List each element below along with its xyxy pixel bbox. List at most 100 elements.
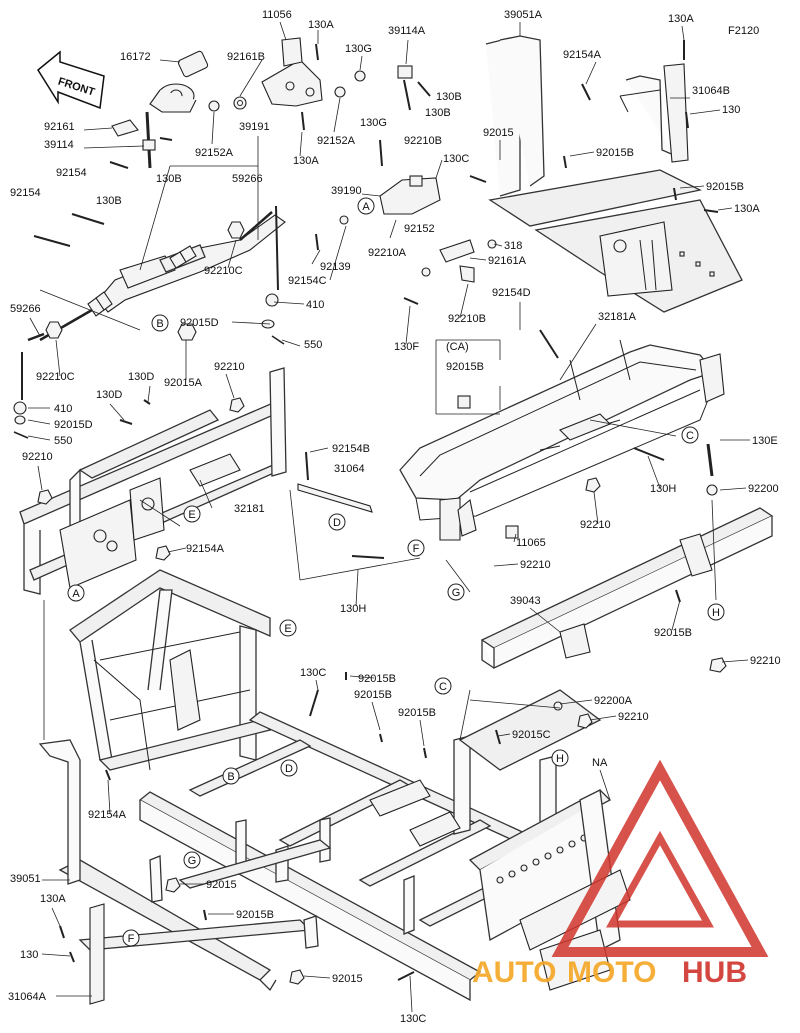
callout-circle (122, 929, 140, 947)
part-label-l42: 410 (306, 299, 324, 311)
steering-stopper-39190 (315, 139, 497, 305)
watermark-text-auto: AUTO (472, 956, 556, 989)
part-label-l62: 31064 (334, 463, 365, 475)
callout-circle (551, 749, 569, 767)
part-label-l79: 92210 (618, 711, 649, 723)
part-label-l14: 130 (722, 104, 740, 116)
part-label-l07: 16172 (120, 51, 151, 63)
part-label-l55: 130D (96, 389, 122, 401)
part-label-l67: 11065 (516, 537, 546, 549)
part-label-l84: 39051 (10, 873, 41, 885)
callout-cA2: A (67, 584, 85, 602)
part-label-l81: NA (592, 757, 608, 769)
callout-cC1: C (681, 426, 699, 444)
part-label-l82: 92154A (88, 809, 127, 821)
part-label-l18: 92015 (483, 127, 514, 139)
callout-circle (447, 583, 465, 601)
callout-cA1: A (357, 197, 375, 215)
part-label-l57: 92015D (54, 419, 93, 431)
part-label-l39: 92210C (204, 265, 243, 277)
callout-circle (151, 314, 169, 332)
callout-letter: A (72, 588, 80, 600)
part-label-l89: 92015 (332, 973, 363, 985)
watermark-text-hub: HUB (682, 956, 747, 989)
part-label-l20: 39114 (44, 139, 74, 151)
callout-letter: A (362, 201, 370, 213)
part-label-l85: 130A (40, 893, 66, 905)
part-label-l61: 92210 (22, 451, 53, 463)
part-label-l31: 39190 (331, 185, 362, 197)
part-label-l11: 31064B (692, 85, 730, 97)
part-label-l09: 130G (345, 43, 372, 55)
part-label-l28: 59266 (232, 173, 263, 185)
callout-letter: G (452, 587, 461, 599)
callout-circle (67, 584, 85, 602)
callout-letter: H (712, 607, 720, 619)
callout-circle (707, 603, 725, 621)
part-label-l50: 92015B (446, 361, 484, 373)
crossmember-39043 (351, 443, 774, 673)
callout-circle (407, 539, 425, 557)
leader-lines (27, 21, 750, 1013)
part-label-l53: 92210 (214, 361, 245, 373)
rear-handle-31064b (563, 40, 719, 213)
callout-cD2: D (280, 759, 298, 777)
part-label-l10: 92154A (563, 49, 602, 61)
callout-circle (183, 505, 201, 523)
steering-bracket-11056 (261, 37, 366, 131)
rear-carrier-frame-39051a (485, 35, 743, 313)
part-label-l36: 92210A (368, 247, 407, 259)
part-label-l78: 92015B (398, 707, 436, 719)
part-label-l83: 92015 (206, 879, 237, 891)
callout-letter: D (333, 517, 341, 529)
frame-holes (496, 834, 588, 884)
callout-circle (280, 759, 298, 777)
callout-letter: E (284, 623, 291, 635)
part-label-l27: 92154 (56, 167, 87, 179)
part-label-l43: 59266 (10, 303, 41, 315)
part-label-l88: 31064A (8, 991, 47, 1003)
part-label-l77: 92200A (594, 695, 633, 707)
callout-letter: B (227, 771, 234, 783)
part-label-l70: 130H (340, 603, 366, 615)
part-label-l16: 39191 (239, 121, 270, 133)
part-label-l59: 130E (752, 435, 778, 447)
frame-section-32181a (399, 329, 725, 541)
callout-cB1: B (151, 314, 169, 332)
part-label-l44: 92015D (180, 317, 219, 329)
part-label-l87: 130 (20, 949, 38, 961)
callout-circle (434, 677, 452, 695)
part-label-l47: 130F (394, 341, 419, 353)
part-label-l46: 32181A (598, 311, 637, 323)
callout-circle (357, 197, 375, 215)
part-label-l48: 550 (304, 339, 322, 351)
part-label-l90: 130C (400, 1013, 426, 1025)
part-label-l22: 92152A (317, 135, 356, 147)
steering-gearbox-assembly (13, 50, 286, 439)
front-arrow-icon: FRONT (37, 50, 105, 110)
part-label-l29: 92015B (706, 181, 744, 193)
part-label-l66: 92210 (580, 519, 611, 531)
callout-circle (183, 851, 201, 869)
part-label-l06: F2120 (728, 25, 759, 37)
main-chassis-frame (38, 569, 631, 1005)
part-label-l52: 92015A (164, 377, 203, 389)
part-label-l04: 39051A (504, 9, 543, 21)
part-label-l73: 92210 (750, 655, 781, 667)
part-label-l72: 92015B (654, 627, 692, 639)
part-label-l54: 130D (128, 371, 154, 383)
part-label-l86: 92015B (236, 909, 274, 921)
part-label-l23: 130A (293, 155, 319, 167)
part-label-l25: 130C (443, 153, 469, 165)
front-frame-section-32181 (19, 367, 287, 595)
callout-cE2: E (279, 619, 297, 637)
callout-circle (279, 619, 297, 637)
part-label-l65: 32181 (234, 503, 265, 515)
part-label-l37: 92139 (320, 261, 351, 273)
part-label-l17: 130G (360, 117, 387, 129)
part-label-l74: 130C (300, 667, 326, 679)
callout-letter: E (188, 509, 195, 521)
